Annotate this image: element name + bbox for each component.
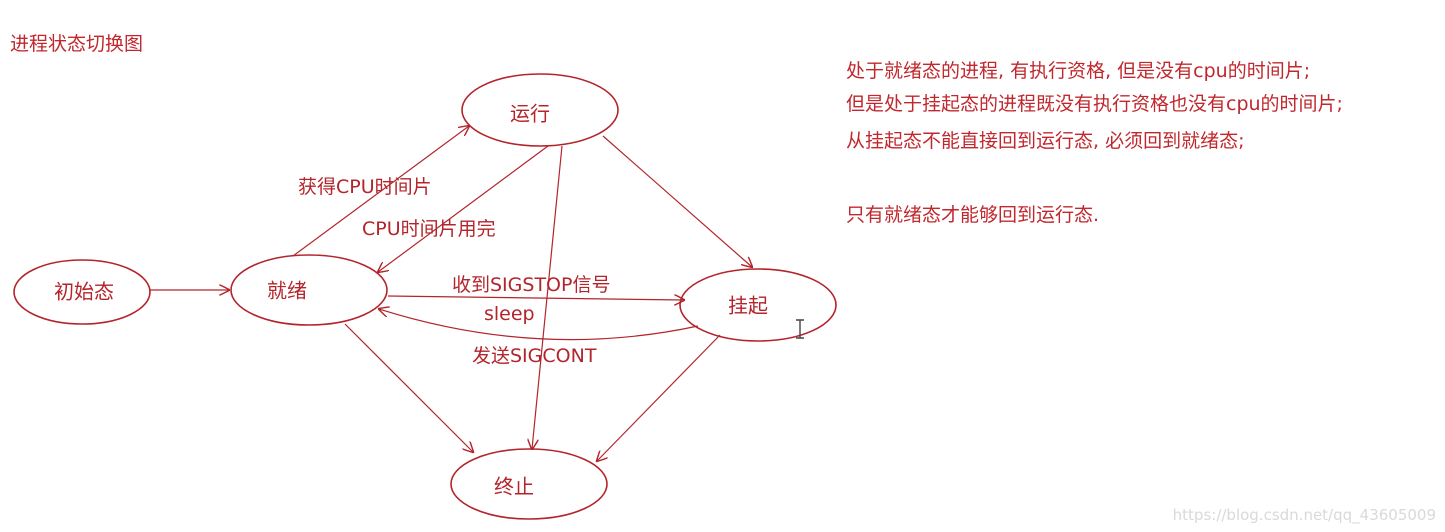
label-get-cpu: 获得CPU时间片	[298, 176, 432, 198]
label-cpu-used-up: CPU时间片用完	[362, 218, 496, 240]
edge-ready-to-terminated	[344, 323, 473, 452]
diagram-title: 进程状态切换图	[10, 33, 143, 55]
state-init-label: 初始态	[54, 280, 114, 304]
state-init	[13, 259, 151, 325]
edge-suspended-to-terminated	[597, 334, 721, 461]
watermark: https://blog.csdn.net/qq_43605009	[1173, 506, 1436, 525]
edge-suspended-to-ready	[379, 309, 699, 341]
state-running	[461, 73, 619, 147]
label-sleep: sleep	[484, 303, 535, 325]
state-ready-label: 就绪	[267, 279, 307, 303]
edge-running-to-ready	[378, 145, 549, 272]
state-ready	[230, 254, 388, 326]
note-line-1: 处于就绪态的进程, 有执行资格, 但是没有cpu的时间片;	[846, 60, 1310, 82]
edge-ready-to-suspended	[387, 296, 684, 300]
label-sigstop: 收到SIGSTOP信号	[452, 274, 610, 296]
note-line-4: 只有就绪态才能够回到运行态.	[846, 204, 1099, 226]
edge-ready-to-running	[292, 126, 469, 257]
text-cursor-icon	[796, 319, 804, 339]
state-running-label: 运行	[510, 102, 550, 126]
label-sigcont: 发送SIGCONT	[472, 345, 597, 367]
state-suspended-label: 挂起	[728, 294, 768, 318]
state-terminated-label: 终止	[494, 475, 534, 499]
edge-running-to-suspended	[602, 135, 752, 267]
note-line-2: 但是处于挂起态的进程既没有执行资格也没有cpu的时间片;	[846, 93, 1343, 115]
note-line-3: 从挂起态不能直接回到运行态, 必须回到就绪态;	[846, 130, 1244, 152]
edge-running-to-terminated	[532, 145, 563, 449]
